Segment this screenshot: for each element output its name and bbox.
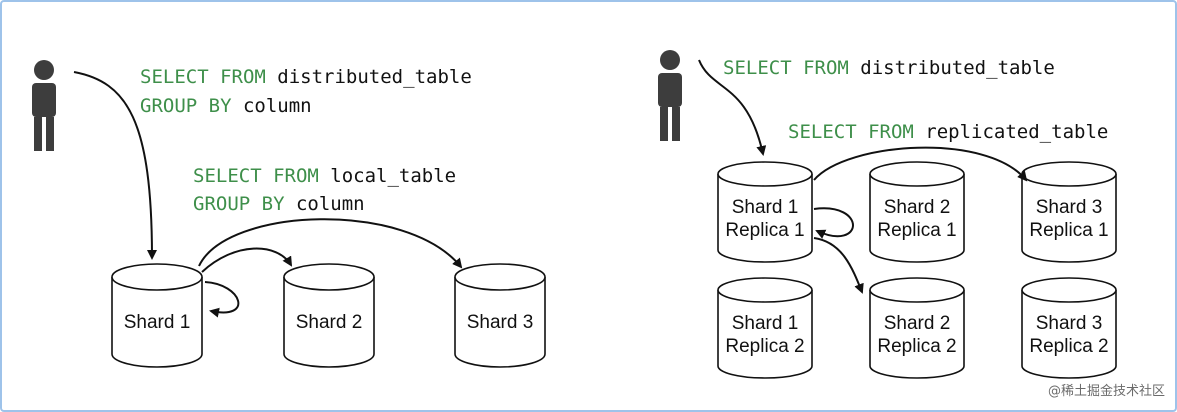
node-shard-2-replica-1: Shard 2 Replica 1 (869, 161, 965, 263)
node-shard-1-replica-2: Shard 1 Replica 2 (717, 277, 813, 379)
node-label-line-2: Replica 2 (725, 336, 804, 357)
left-shard-2: Shard 2 (283, 263, 375, 368)
arrow-shard-1-to-shard-2 (201, 247, 293, 273)
arrow-self-loop (813, 207, 854, 239)
node-shard-1-replica-1: Shard 1 Replica 1 (717, 161, 813, 263)
node-label-line-2: Replica 2 (877, 336, 956, 357)
left-shard-1: Shard 1 (111, 263, 203, 368)
node-label-line-1: Shard 2 (884, 313, 951, 334)
identifier: replicated_table (925, 121, 1108, 143)
keyword: GROUP BY (140, 95, 232, 117)
keyword: GROUP BY (193, 193, 285, 215)
node-label-line-1: Shard 3 (1036, 197, 1103, 218)
arrow-user-to-shard-1 (73, 71, 157, 260)
node-label-line-1: Shard 1 (732, 313, 799, 334)
keyword: SELECT FROM (193, 165, 319, 187)
user-icon (658, 50, 682, 141)
arrow-shard-1-self-loop (204, 281, 240, 318)
right-panel: SELECT FROM distributed_table SELECT FRO… (658, 50, 1117, 379)
identifier: distributed_table (277, 66, 471, 88)
node-shard-2-replica-2: Shard 2 Replica 2 (869, 277, 965, 379)
identifier: column (296, 193, 365, 215)
identifier: distributed_table (860, 57, 1054, 79)
watermark-text: @稀土掘金技术社区 (1048, 383, 1165, 399)
node-label-line-1: Shard 3 (1036, 313, 1103, 334)
keyword: SELECT FROM (723, 57, 849, 79)
right-replicated-line: SELECT FROM replicated_table (788, 121, 1108, 143)
arrow-to-shard-3-replica-1 (813, 146, 1028, 182)
left-panel: SELECT FROM distributed_table GROUP BY c… (32, 60, 546, 368)
shard-label: Shard 3 (467, 312, 534, 333)
node-shard-3-replica-2: Shard 3 Replica 2 (1021, 277, 1117, 379)
node-shard-3-replica-1: Shard 3 Replica 1 (1021, 161, 1117, 263)
node-label-line-1: Shard 2 (884, 197, 951, 218)
arrow-user-to-shard-1-replica-1 (698, 59, 767, 156)
left-local-line-1: SELECT FROM local_table (193, 165, 456, 187)
right-query-line-1: SELECT FROM distributed_table (723, 57, 1055, 79)
node-label-line-2: Replica 1 (1029, 220, 1108, 241)
shard-label: Shard 1 (124, 312, 191, 333)
identifier: column (243, 95, 312, 117)
keyword: SELECT FROM (140, 66, 266, 88)
node-label-line-1: Shard 1 (732, 197, 799, 218)
identifier: local_table (330, 165, 456, 187)
keyword: SELECT FROM (788, 121, 914, 143)
left-local-line-2: GROUP BY column (193, 193, 365, 215)
node-label-line-2: Replica 1 (877, 220, 956, 241)
left-query-line-2: GROUP BY column (140, 95, 312, 117)
left-shard-3: Shard 3 (454, 263, 546, 368)
shard-label: Shard 2 (296, 312, 363, 333)
node-label-line-2: Replica 1 (725, 220, 804, 241)
arrow-shard-1-to-shard-3 (198, 218, 463, 269)
node-label-line-2: Replica 2 (1029, 336, 1108, 357)
user-icon (32, 60, 56, 151)
left-query-line-1: SELECT FROM distributed_table (140, 66, 472, 88)
arrow-to-shard-2-replica-2 (813, 237, 864, 294)
